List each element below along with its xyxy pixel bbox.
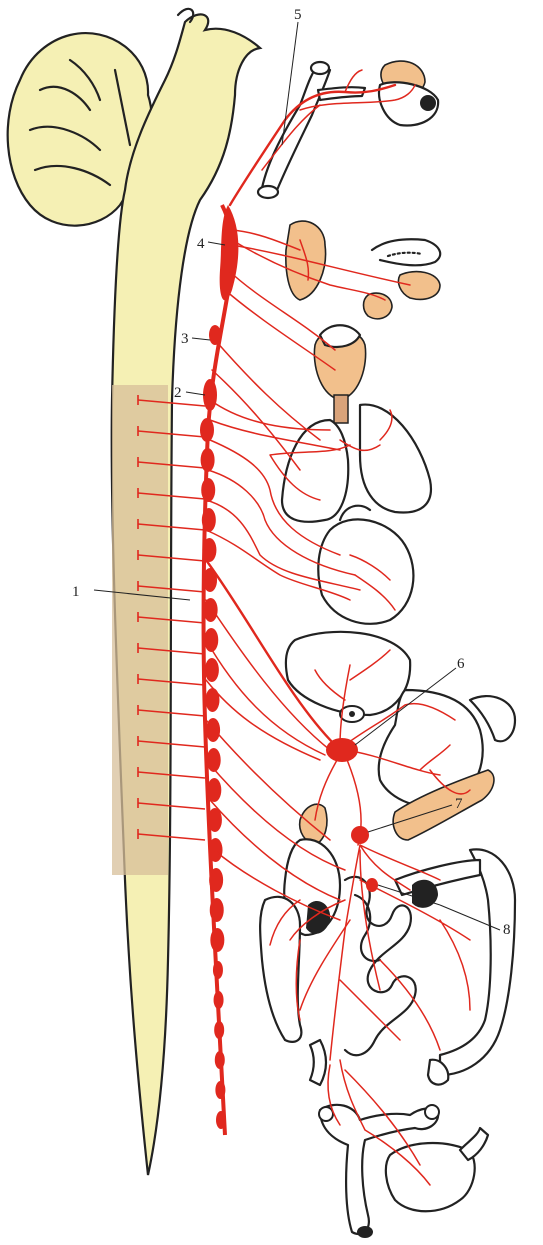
- label-7: 7: [455, 796, 463, 812]
- inferior-mesenteric-ganglion: [366, 878, 378, 892]
- right-lung: [360, 405, 431, 513]
- chain-ganglion: [201, 448, 215, 472]
- label-4: 4: [197, 236, 205, 252]
- label-5: 5: [294, 7, 302, 23]
- heart: [318, 519, 413, 623]
- pelvic-organs: [319, 1105, 488, 1238]
- left-lung: [282, 420, 348, 522]
- label-1: 1: [72, 584, 80, 600]
- chain-ganglion: [207, 778, 221, 802]
- chain-ganglion: [214, 1021, 224, 1039]
- label-3: 3: [181, 331, 189, 347]
- chain-ganglion: [209, 838, 223, 862]
- chain-ganglion: [214, 991, 224, 1009]
- chain-ganglion: [202, 508, 216, 532]
- nerve-fibers: [206, 70, 470, 1185]
- label-6: 6: [457, 656, 465, 672]
- thoracic-organs: [282, 405, 431, 624]
- superior-mesenteric-ganglion: [351, 826, 369, 844]
- label-8: 8: [503, 922, 511, 938]
- thoracolumbar-segment-band: [112, 385, 168, 875]
- chain-ganglion: [202, 538, 216, 562]
- chain-ganglion: [204, 598, 218, 622]
- chain-ganglia: [200, 418, 226, 1129]
- label-2: 2: [174, 385, 182, 401]
- chain-ganglion: [215, 1051, 225, 1069]
- celiac-ganglion: [326, 738, 358, 762]
- middle-cervical-ganglion: [209, 325, 221, 345]
- internal-carotid-artery: [262, 65, 330, 195]
- chain-ganglion: [213, 961, 223, 979]
- superior-cervical-ganglion: [220, 205, 239, 300]
- cervicothoracic-ganglion: [203, 379, 217, 411]
- mouth: [372, 239, 440, 265]
- chain-ganglion: [205, 658, 219, 682]
- chain-ganglion: [210, 898, 224, 922]
- spinal-cord: [112, 9, 260, 1175]
- trachea: [334, 395, 348, 423]
- chain-ganglion: [209, 868, 223, 892]
- chain-ganglion: [205, 688, 219, 712]
- chain-ganglion: [200, 418, 214, 442]
- chain-ganglion: [215, 1081, 225, 1099]
- submandibular-gland: [398, 272, 440, 300]
- chain-ganglion: [201, 478, 215, 502]
- head-organs: [258, 61, 438, 198]
- chain-ganglion: [210, 928, 224, 952]
- chain-ganglion: [216, 1111, 226, 1129]
